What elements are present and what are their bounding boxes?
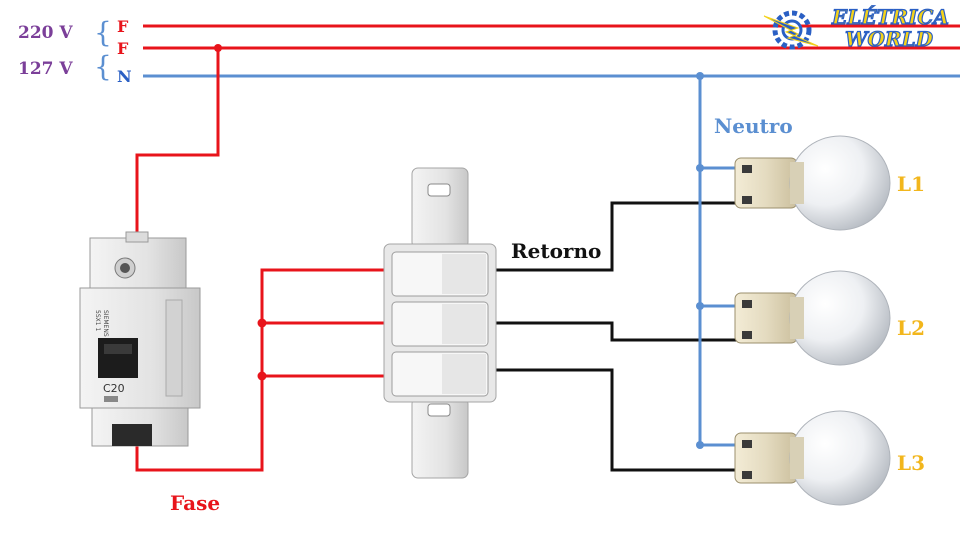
return-l2 — [492, 321, 742, 342]
return-wiring — [492, 201, 742, 472]
phase-wiring — [135, 48, 385, 472]
phase-breaker-out — [135, 268, 385, 472]
line-f1-label: F — [117, 17, 129, 36]
lamp-label-l2: L2 — [897, 316, 925, 340]
breaker-rating: C20 — [103, 382, 125, 395]
retorno-label: Retorno — [511, 239, 601, 263]
lamp-1 — [734, 135, 891, 231]
lamp-2 — [734, 270, 891, 366]
neutral-junction-l1 — [696, 164, 704, 172]
phase-feed-to-breaker — [135, 48, 220, 238]
logo: ELÉTRICA WORLD — [763, 4, 949, 52]
logo-gear-icon — [763, 10, 819, 50]
neutro-label: Neutro — [714, 114, 793, 138]
circuit-breaker: SIEMENS 5SX1 1 C20 — [79, 231, 201, 447]
breaker-model: 5SX1 1 — [94, 310, 101, 331]
brace-127: { — [94, 50, 112, 83]
logo-line1: ELÉTRICA — [831, 5, 949, 29]
line-n-label: N — [117, 67, 132, 86]
lamp-3 — [734, 410, 891, 506]
phase-junction-3 — [257, 371, 267, 381]
fase-label: Fase — [170, 491, 220, 515]
phase-junction-2 — [257, 318, 267, 328]
lamp-label-l3: L3 — [897, 451, 925, 475]
return-l1 — [492, 201, 742, 272]
return-l3 — [492, 368, 742, 472]
neutral-junction-top — [696, 72, 704, 80]
neutral-junction-l3 — [696, 441, 704, 449]
triple-switch — [383, 167, 497, 479]
phase-junction-top — [214, 44, 222, 52]
neutral-junction-l2 — [696, 302, 704, 310]
logo-line2: WORLD — [845, 27, 934, 51]
voltage-220-label: 220 V — [18, 23, 73, 43]
voltage-127-label: 127 V — [18, 59, 73, 79]
supply-lines — [143, 24, 960, 78]
lamp-label-l1: L1 — [897, 172, 925, 196]
breaker-brand: SIEMENS — [102, 310, 109, 337]
brace-220: { — [94, 16, 112, 49]
line-f2-label: F — [117, 39, 129, 58]
